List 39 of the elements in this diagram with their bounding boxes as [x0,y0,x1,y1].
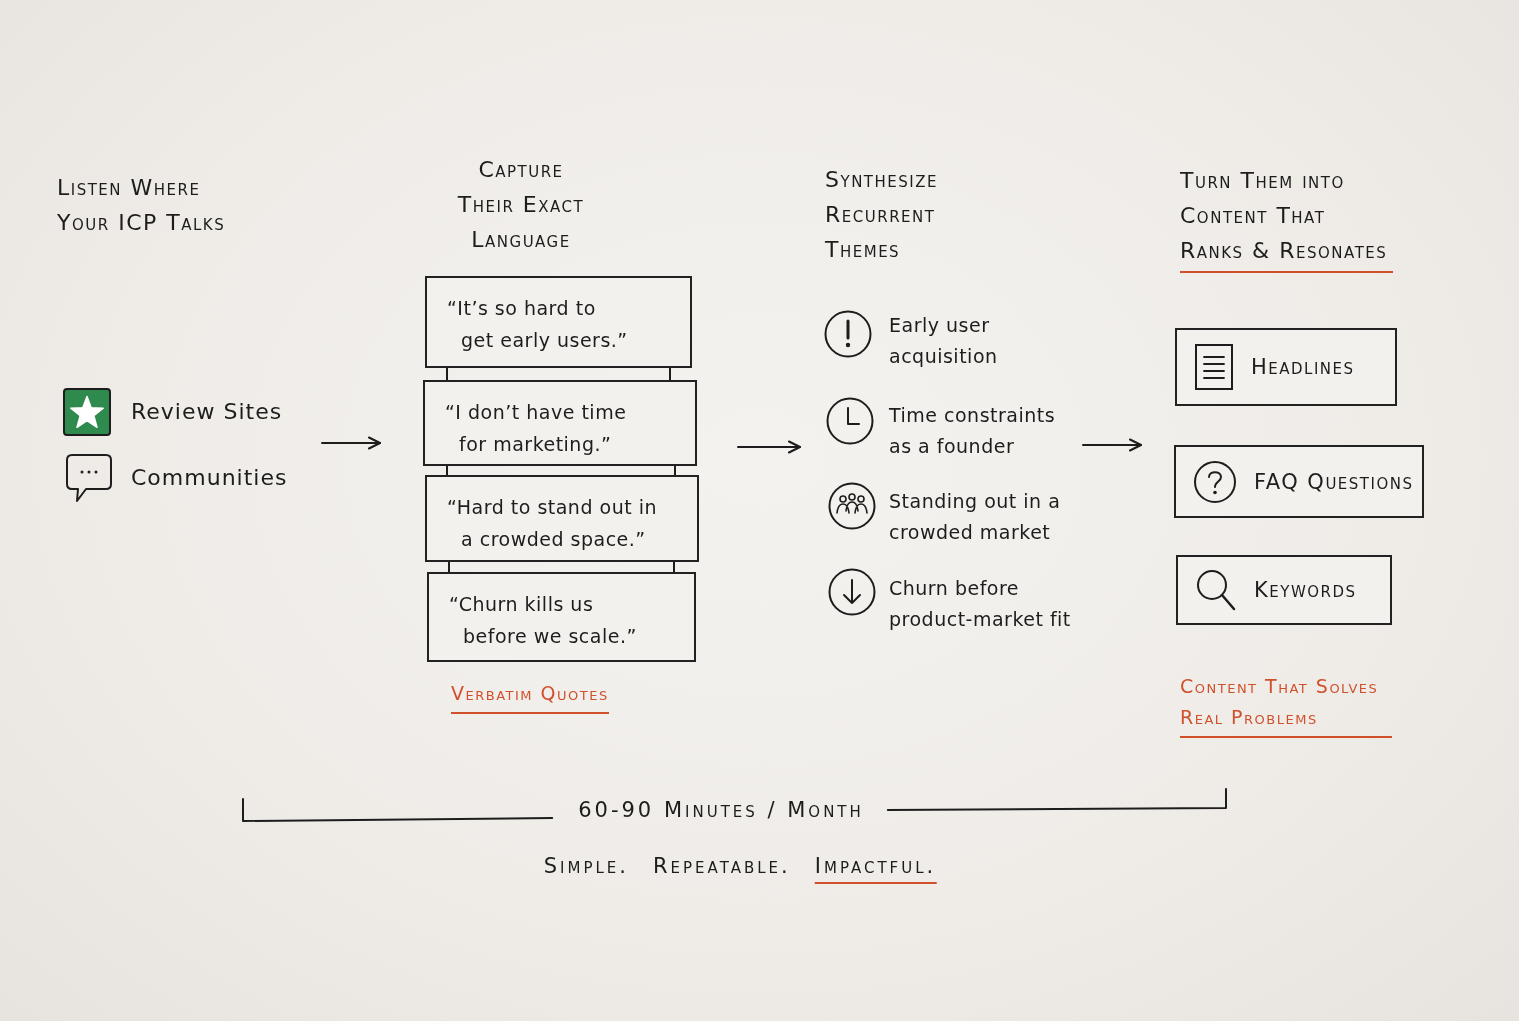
connector-line [673,561,675,573]
connector-line [448,561,450,573]
tagline-word: Impactful. [814,854,937,884]
column-heading: Synthesize Recurrent Themes [825,166,939,264]
source-label: Communities [131,464,288,492]
arrow [321,436,381,450]
source-label: Review Sites [131,398,283,426]
theme-text: Early user acquisition [889,313,999,369]
quote-box [423,380,697,466]
tagline-word: Simple. [543,854,629,880]
content-box [1175,328,1397,406]
column-heading: Capture Their Exact Language [456,156,586,254]
arrow [737,440,801,454]
tagline-word: Repeatable. [653,854,791,880]
theme-text: Time constraints as a founder [889,403,1057,459]
quote-box [425,475,699,562]
duration-label: 60-90 Minutes / Month [578,798,864,822]
quote-text: “I don’t have time for marketing.” [445,400,628,457]
quote-box [427,572,696,662]
connector-line [669,367,671,381]
quote-text: “Churn kills us before we scale.” [449,592,638,649]
content-box [1176,555,1392,625]
theme-text: Churn before product-market fit [889,576,1072,632]
arrow [1082,438,1142,452]
note-label: Content That Solves Real Problems [1180,671,1392,738]
card-label: FAQ Questions [1254,469,1414,494]
connector-line [446,465,448,476]
column-heading: Turn Them into Content That Ranks & Resonates [1180,163,1393,273]
card-label: Headlines [1251,355,1355,379]
quote-text: “It’s so hard to get early users.” [447,296,629,353]
quote-text: “Hard to stand out in a crowded space.” [447,495,658,552]
connector-line [674,465,676,476]
quote-box [425,276,692,368]
note-label: Verbatim Quotes [451,678,609,714]
card-label: Keywords [1254,578,1357,602]
connector-line [446,367,448,381]
theme-text: Standing out in a crowded market [889,489,1062,545]
column-heading: Listen Where Your ICP Talks [57,174,227,237]
content-box [1174,445,1424,518]
